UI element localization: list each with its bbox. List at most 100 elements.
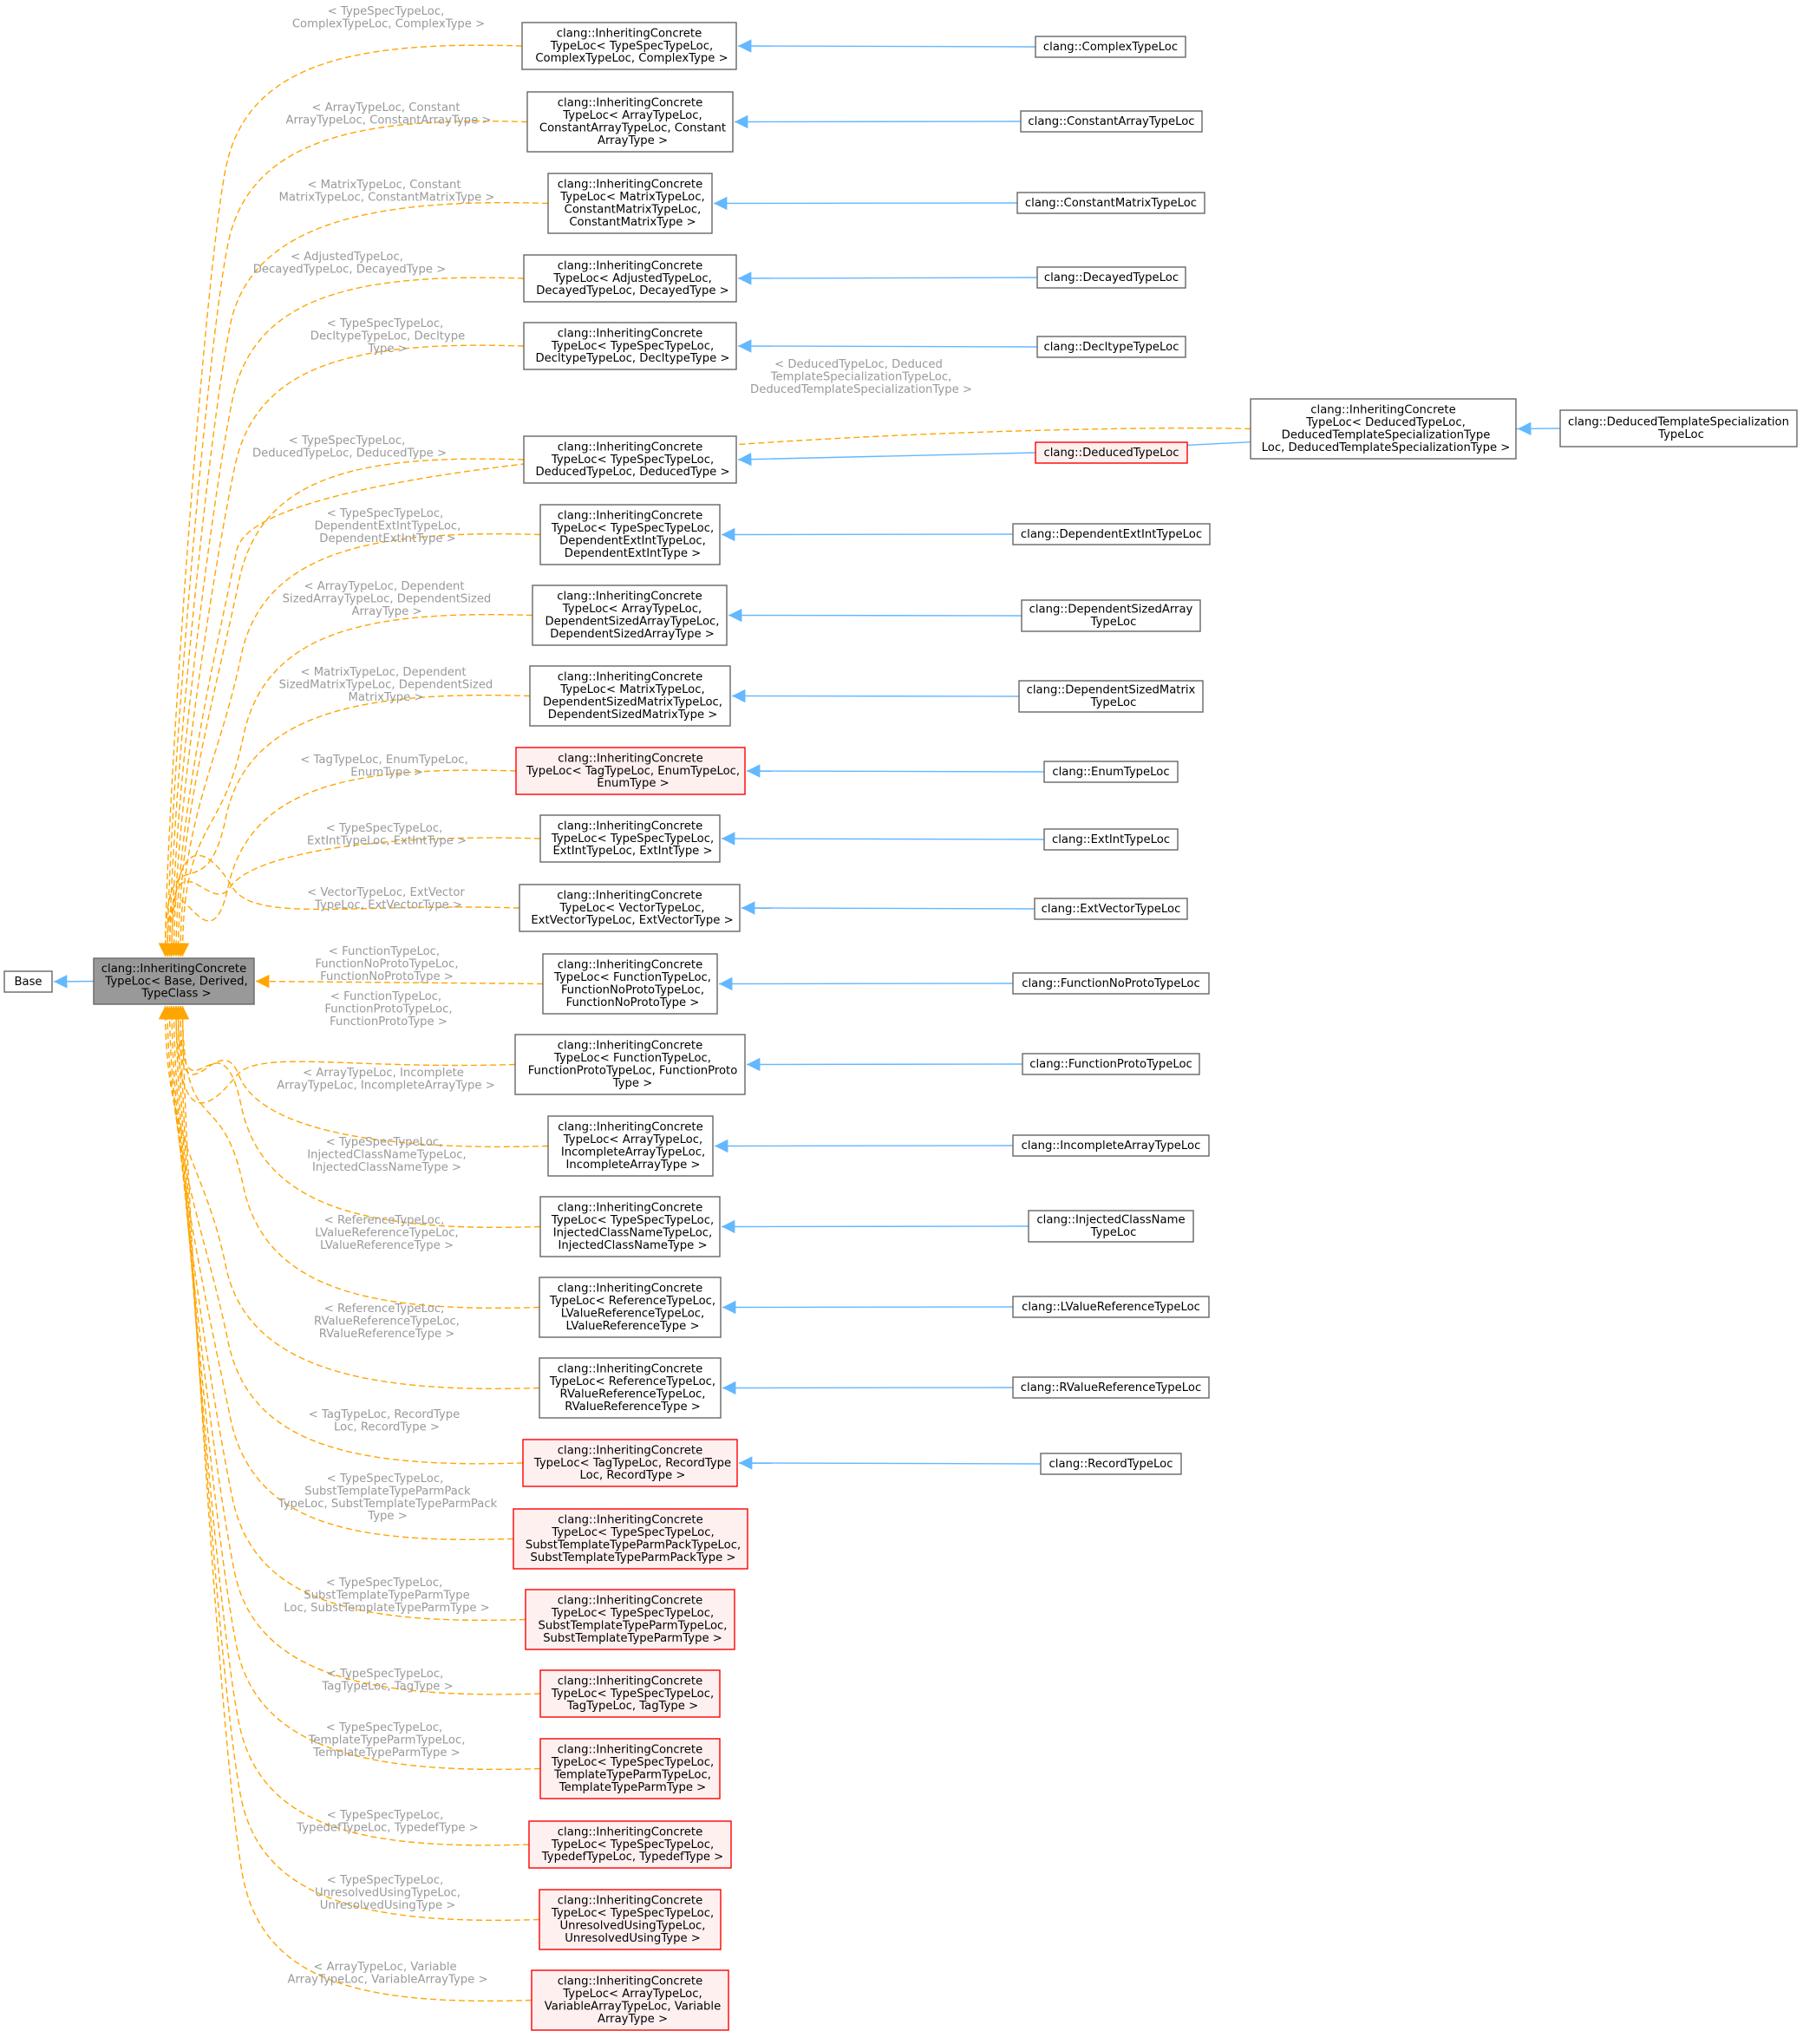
template-edge-label-line: < TypeSpecTypeLoc, xyxy=(327,1874,444,1887)
class-node-label-line: TypeLoc< ArrayTypeLoc, xyxy=(562,109,702,122)
class-node-label-line: TypeLoc< TypeSpecTypeLoc, xyxy=(551,1756,714,1769)
template-instantiation-edge xyxy=(169,1005,516,1104)
template-instantiation-edge xyxy=(173,532,541,957)
class-node-clang-dependentextinttypeloc[interactable]: clang::DependentExtIntTypeLoc xyxy=(1012,523,1211,545)
class-node-label-line: clang::InheritingConcrete xyxy=(557,889,702,902)
template-edge-label-line: TypeLoc, ExtVectorType > xyxy=(314,898,462,911)
class-node-label-line: TypeLoc< TypeSpecTypeLoc, xyxy=(551,1214,714,1227)
template-edge-label-line: InjectedClassNameTypeLoc, xyxy=(307,1148,466,1161)
template-instantiation-edge xyxy=(160,769,517,957)
template-edge-label-line: DeducedTemplateSpecializationType > xyxy=(750,383,972,396)
class-node-clang-deducedtemplatespecialization-typeloc[interactable]: clang::DeducedTemplateSpecializationType… xyxy=(1559,409,1798,447)
inheritance-edge xyxy=(746,764,1045,778)
class-node-box xyxy=(1022,1053,1200,1075)
class-node-label-line: TypeLoc< TypeSpecTypeLoc, xyxy=(551,1526,714,1539)
class-node-clang-constantarraytypeloc[interactable]: clang::ConstantArrayTypeLoc xyxy=(1020,110,1203,133)
class-node-box xyxy=(539,1669,721,1718)
class-node-clang-functionnoprototypeloc[interactable]: clang::FunctionNoProtoTypeLoc xyxy=(1012,972,1210,995)
class-node-label-line: TypeLoc< DeducedTypeLoc, xyxy=(1305,416,1466,429)
class-node-label-line: clang::InheritingConcrete xyxy=(558,1675,702,1688)
class-node-box xyxy=(1040,1453,1182,1475)
class-node-label-line: clang::InheritingConcrete xyxy=(1310,404,1455,417)
class-node-clang-deducedtypeloc[interactable]: clang::DeducedTypeLoc xyxy=(1035,441,1188,464)
template-edge-label-line: TemplateTypeParmType > xyxy=(312,1747,460,1760)
class-node-label-line: TypeLoc< TypeSpecTypeLoc, xyxy=(551,833,714,846)
class-node-box xyxy=(1012,1134,1210,1157)
template-edge-label-line: Type > xyxy=(367,343,408,356)
class-node-label-line: TypeLoc xyxy=(1657,428,1704,441)
class-node-base[interactable]: Base xyxy=(3,970,53,993)
template-edge-label-line: < ArrayTypeLoc, Dependent xyxy=(304,580,465,593)
class-node-clang-dependentsizedmatrix-typeloc[interactable]: clang::DependentSizedMatrixTypeLoc xyxy=(1018,680,1204,713)
class-node-label-line: ArrayType > xyxy=(598,134,668,147)
template-edge-label-line: < ArrayTypeLoc, Variable xyxy=(313,1961,456,1974)
template-edge-label-line: < ArrayTypeLoc, Incomplete xyxy=(303,1067,464,1080)
class-node-clang-extvectortypeloc[interactable]: clang::ExtVectorTypeLoc xyxy=(1034,898,1188,920)
class-node-label-line: ArrayType > xyxy=(598,2013,668,2026)
class-node-clang-constantmatrixtypeloc[interactable]: clang::ConstantMatrixTypeLoc xyxy=(1016,192,1205,214)
class-node-clang-injectedclassname-typeloc[interactable]: clang::InjectedClassNameTypeLoc xyxy=(1028,1210,1194,1243)
template-instantiation-edge xyxy=(169,427,1251,957)
class-node-label-line: ExtVectorTypeLoc, ExtVectorType > xyxy=(531,914,733,927)
class-node-label-line: clang::LValueReferenceTypeLoc xyxy=(1022,1301,1200,1314)
template-edge-label-line: FunctionNoProtoTypeLoc, xyxy=(315,957,458,970)
class-node-clang-functionprototypeloc[interactable]: clang::FunctionProtoTypeLoc xyxy=(1022,1053,1200,1075)
inheritance-edge xyxy=(741,901,1035,915)
class-node-clang-decayedtypeloc[interactable]: clang::DecayedTypeLoc xyxy=(1036,266,1186,289)
class-node-label-line: Base xyxy=(14,976,42,989)
template-edge-label-line: MatrixType > xyxy=(348,691,423,704)
class-node-clang-dependentsizedarray-typeloc[interactable]: clang::DependentSizedArrayTypeLoc xyxy=(1021,599,1201,632)
class-node-label-line: clang::ExtIntTypeLoc xyxy=(1052,833,1170,846)
class-node-label-line: clang::InheritingConcrete xyxy=(558,510,702,523)
class-node-clang-extinttypeloc[interactable]: clang::ExtIntTypeLoc xyxy=(1043,828,1179,851)
class-node-label-line: clang::InheritingConcrete xyxy=(558,1744,702,1757)
class-node-clang-rvaluereferencetypeloc[interactable]: clang::RValueReferenceTypeLoc xyxy=(1012,1376,1210,1399)
template-instantiation-edge xyxy=(167,1005,541,1695)
class-node-box xyxy=(539,1357,722,1419)
inheritance-edge xyxy=(746,1057,1023,1072)
class-node-clang-lvaluereferencetypeloc[interactable]: clang::LValueReferenceTypeLoc xyxy=(1012,1296,1210,1318)
class-node-clang-complextypeloc[interactable]: clang::ComplexTypeLoc xyxy=(1035,36,1186,58)
class-node-clang-enumtypeloc[interactable]: clang::EnumTypeLoc xyxy=(1043,761,1179,783)
class-node-clang-incompletearraytypeloc[interactable]: clang::IncompleteArrayTypeLoc xyxy=(1012,1134,1210,1157)
template-instantiation-edge xyxy=(158,694,531,957)
class-node-box xyxy=(1035,441,1188,464)
edges-layer xyxy=(53,39,1561,2002)
class-node-clang-recordtypeloc[interactable]: clang::RecordTypeLoc xyxy=(1040,1453,1182,1475)
template-edge-label-line: DependentExtIntTypeLoc, xyxy=(315,519,461,532)
class-node-label-line: clang::InheritingConcrete xyxy=(558,1444,702,1457)
inheritance-edge xyxy=(731,689,1020,703)
class-node-label-line: TypeLoc< Base, Derived, xyxy=(104,975,247,988)
class-node-clang-decltypetypeloc[interactable]: clang::DecltypeTypeLoc xyxy=(1036,336,1186,358)
class-node-label-line: clang::InheritingConcrete xyxy=(558,959,702,972)
class-node-box xyxy=(547,173,713,234)
